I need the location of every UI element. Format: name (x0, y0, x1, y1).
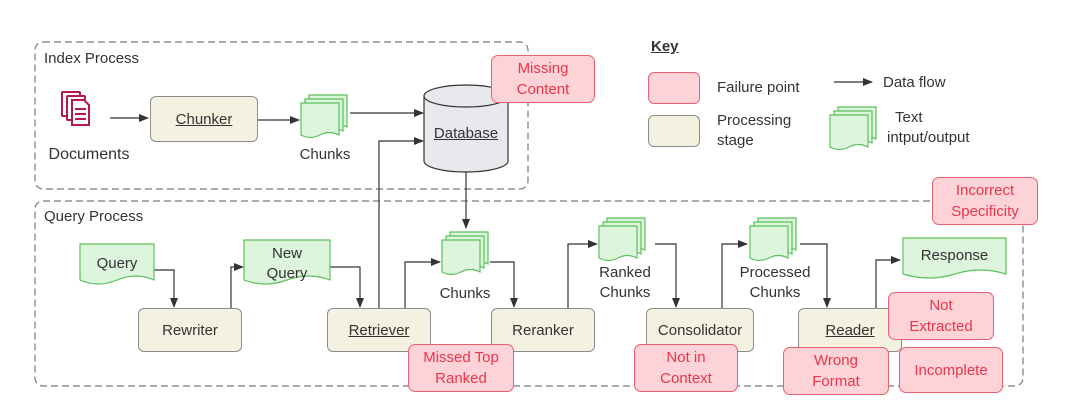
ranked-chunks-icon (598, 217, 646, 262)
arrow-retriever-chunks (404, 258, 441, 310)
arrow-processed-reader (800, 243, 831, 308)
key-processing-swatch (648, 115, 700, 147)
index-process-title: Index Process (44, 50, 140, 67)
arrow-chunks-reranker (490, 261, 518, 308)
arrow-ranked-consolidator (655, 243, 680, 308)
retrieved-chunks-icon (441, 231, 489, 276)
ranked-chunks-label-line2: Chunks (599, 284, 651, 301)
key-processing-label-line1: Processing (717, 112, 792, 129)
reader-stage[interactable]: Reader (798, 308, 902, 352)
wrong-format-line2: Format (812, 373, 860, 390)
incorrect-specificity-line2: Specificity (951, 203, 1019, 220)
rewriter-stage[interactable]: Rewriter (138, 308, 242, 352)
processed-chunks-label-line1: Processed (739, 264, 811, 281)
new-query-label-line1: New (271, 245, 302, 262)
response-label: Response (920, 247, 989, 264)
not-in-context-line2: Context (660, 370, 712, 387)
arrow-newquery-retriever (330, 266, 364, 308)
failure-incomplete: Incomplete (899, 347, 1003, 393)
arrow-query-rewriter (154, 269, 178, 308)
key-text-icon (829, 106, 877, 151)
reranker-stage[interactable]: Reranker (491, 308, 595, 352)
failure-not-in-context: Not in Context (634, 344, 738, 392)
not-extracted-line1: Not (929, 297, 953, 314)
chunker-stage[interactable]: Chunker (150, 96, 258, 142)
query-process-title: Query Process (44, 208, 144, 225)
consolidator-label: Consolidator (657, 321, 743, 339)
index-chunks-icon (300, 94, 348, 139)
missing-content-line1: Missing (517, 60, 569, 77)
arrow-reader-response (875, 256, 901, 310)
database-label[interactable]: Database (433, 125, 499, 142)
new-query-label-line2: Query (266, 265, 308, 282)
missed-top-ranked-line1: Missed Top (423, 349, 499, 366)
not-in-context-line1: Not in (666, 349, 706, 366)
query-doc-shape (79, 243, 155, 285)
query-process-group (34, 200, 1024, 387)
wrong-format-line1: Wrong (814, 352, 858, 369)
query-label: Query (96, 255, 138, 272)
documents-icon (61, 91, 90, 126)
processed-chunks-label-line2: Chunks (749, 284, 801, 301)
ranked-chunks-label-line1: Ranked (599, 264, 651, 281)
not-extracted-line2: Extracted (909, 318, 973, 335)
retriever-stage[interactable]: Retriever (327, 308, 431, 352)
key-processing-label-line2: stage (717, 132, 754, 149)
arrow-consolidator-processed (721, 240, 748, 310)
key-title: Key (651, 38, 679, 55)
response-doc-shape (902, 237, 1007, 279)
rewriter-label: Rewriter (162, 321, 218, 339)
chunker-label: Chunker (175, 110, 233, 128)
key-text-label-line2: intput/output (887, 129, 970, 146)
missed-top-ranked-line2: Ranked (435, 370, 487, 387)
key-failure-label: Failure point (717, 79, 800, 96)
key-data-flow-label: Data flow (883, 74, 946, 91)
retrieved-chunks-label: Chunks (439, 285, 491, 302)
reader-label: Reader (825, 321, 875, 339)
arrow-retriever-database (378, 137, 424, 310)
index-chunks-label: Chunks (299, 146, 351, 163)
documents-label: Documents (48, 146, 130, 163)
arrow-reranker-ranked (567, 240, 598, 310)
reranker-label: Reranker (512, 321, 574, 339)
incorrect-specificity-line1: Incorrect (955, 182, 1015, 199)
index-process-group (34, 41, 529, 190)
processed-chunks-icon (749, 217, 797, 262)
key-text-label-line1: Text (895, 109, 923, 126)
key-failure-swatch (648, 72, 700, 104)
missing-content-line2: Content (516, 81, 570, 98)
new-query-doc-shape (243, 239, 331, 285)
incomplete-line1: Incomplete (914, 361, 988, 379)
retriever-label: Retriever (348, 321, 410, 339)
